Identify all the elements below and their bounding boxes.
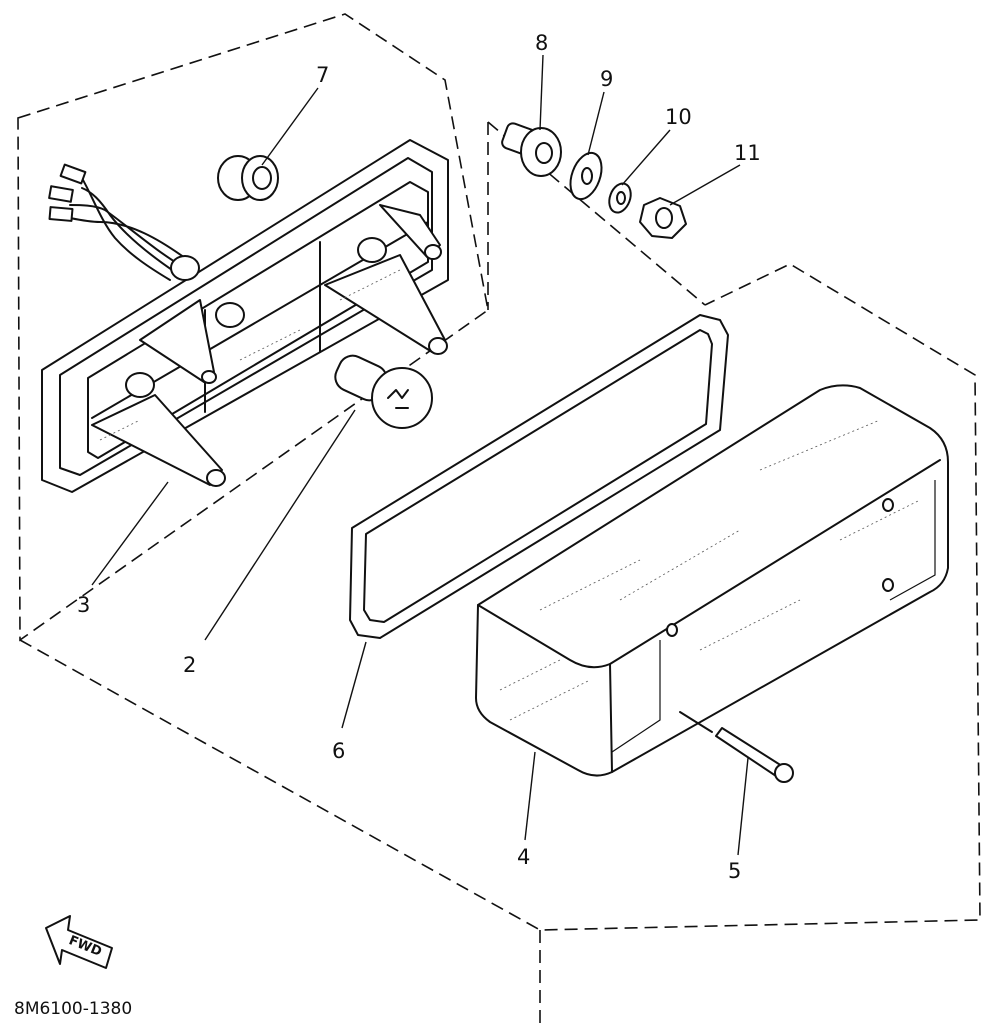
gasket [349, 314, 729, 639]
screw [679, 711, 794, 783]
leader-3 [91, 481, 169, 586]
drawing-code: 8M6100-1380 [14, 999, 132, 1019]
callout-3: 3 [77, 593, 90, 617]
lock-washer [608, 182, 632, 214]
callout-11: 11 [734, 141, 761, 165]
lamp-housing [41, 139, 449, 493]
callout-9: 9 [600, 67, 613, 91]
grommet [217, 155, 279, 201]
callout-2: 2 [183, 653, 196, 677]
leader-10 [621, 129, 671, 186]
callout-5: 5 [728, 859, 741, 883]
leader-4 [524, 751, 536, 841]
callout-8: 8 [535, 31, 548, 55]
leader-2 [204, 409, 356, 641]
leader-9 [587, 91, 605, 156]
nut [639, 197, 687, 239]
lens [475, 384, 949, 777]
leader-8 [539, 54, 544, 131]
bulb [334, 354, 433, 429]
collar [501, 122, 562, 177]
leader-6 [341, 641, 367, 729]
leader-7 [261, 87, 319, 166]
callout-10: 10 [665, 105, 692, 129]
forward-arrow-icon: FWD [45, 915, 113, 969]
callout-4: 4 [517, 845, 530, 869]
callout-6: 6 [332, 739, 345, 763]
washer [569, 151, 603, 201]
wire-harness [48, 163, 200, 281]
assembly-boundary-left [17, 13, 489, 642]
leader-11 [669, 164, 741, 206]
callout-7: 7 [316, 63, 329, 87]
assembly-boundary-lens [19, 263, 981, 931]
leader-5 [737, 757, 749, 856]
